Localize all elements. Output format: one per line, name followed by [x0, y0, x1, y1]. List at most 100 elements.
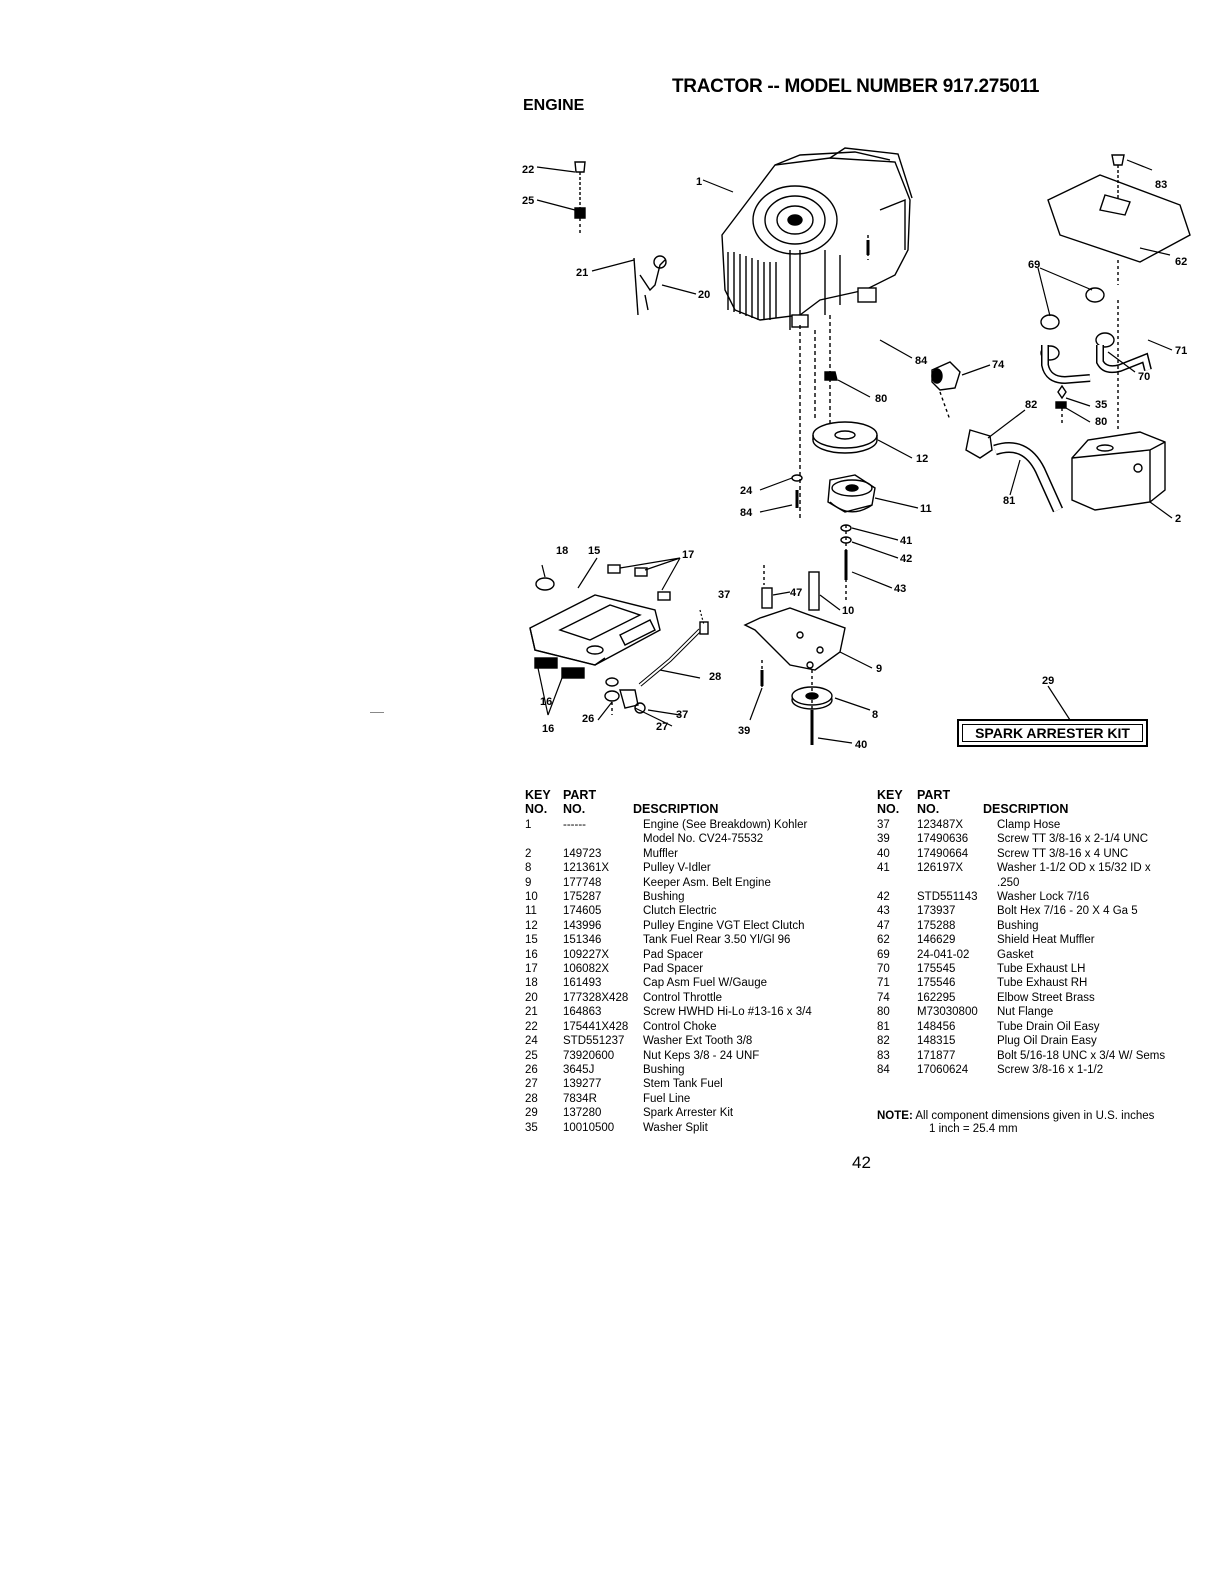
part-key-number: 25 [525, 1049, 538, 1062]
part-number: 175545 [917, 963, 956, 976]
part-description: Tube Exhaust LH [997, 963, 1086, 976]
table-header: KEY NO. PART NO. DESCRIPTION [525, 787, 812, 816]
throttle-control-drawing [633, 255, 667, 316]
part-number: 175441X428 [563, 1020, 629, 1033]
part-description: Bushing [643, 891, 685, 904]
callout-70: 70 [1138, 371, 1150, 383]
part-key-number: 41 [877, 862, 890, 875]
part-number [917, 876, 997, 890]
part-description: Bolt 5/16-18 UNC x 3/4 W/ Sems [997, 1049, 1166, 1062]
part-description: Screw HWHD Hi-Lo #13-16 x 3/4 [643, 1006, 812, 1019]
part-number: 17060624 [917, 1063, 969, 1076]
part-description: Pad Spacer [643, 948, 704, 961]
table-row: .250 [877, 876, 1165, 890]
part-key-number: 35 [525, 1121, 538, 1134]
part-number: 151346 [563, 934, 602, 947]
header-part-no: NO. [563, 802, 586, 816]
part-number: 148315 [917, 1035, 956, 1048]
part-description: Tube Drain Oil Easy [997, 1020, 1100, 1033]
part-key-number: 70 [877, 963, 890, 976]
part-number: 175287 [563, 891, 602, 904]
electric-clutch-drawing [827, 474, 876, 513]
part-description: Bushing [997, 919, 1039, 932]
part-key-number: 84 [877, 1063, 890, 1076]
header-key-no: NO. [525, 802, 548, 816]
part-key-number: 18 [525, 977, 538, 990]
part-key-number: 27 [525, 1078, 538, 1091]
part-number: 149723 [563, 847, 602, 860]
callout-47: 47 [790, 587, 802, 599]
callout-10: 10 [842, 605, 854, 617]
part-key-number: 40 [877, 847, 890, 860]
part-description: Bushing [643, 1063, 685, 1076]
part-number: 148456 [917, 1020, 956, 1033]
part-number: 123487X [917, 819, 964, 831]
part-number: 175288 [917, 919, 956, 932]
part-key-number: 8 [525, 862, 532, 875]
part-key-number: 81 [877, 1020, 890, 1033]
part-number: 121361X [563, 862, 610, 875]
part-key-number: 62 [877, 934, 890, 947]
engine-drawing [721, 147, 913, 330]
part-key-number: 20 [525, 991, 538, 1004]
part-number: 17490636 [917, 833, 969, 846]
part-key-number: 2 [525, 847, 532, 860]
callout-26: 26 [582, 713, 594, 725]
part-description: Control Choke [643, 1020, 717, 1033]
callout-15: 15 [588, 545, 600, 557]
part-number: 171877 [917, 1049, 956, 1062]
part-description: Screw TT 3/8-16 x 4 UNC [997, 847, 1129, 860]
callout-18: 18 [556, 545, 568, 557]
fuel-tank-drawing [529, 594, 661, 666]
page-number: 42 [852, 1153, 871, 1172]
part-number: 173937 [917, 905, 956, 918]
callout-80-right: 80 [1095, 416, 1107, 428]
engine-pulley-drawing [812, 421, 878, 454]
part-key-number: 69 [877, 948, 890, 961]
part-key-number: 80 [877, 1006, 890, 1019]
part-description: Cap Asm Fuel W/Gauge [643, 977, 767, 990]
callout-29: 29 [1042, 675, 1054, 687]
part-description: Clutch Electric [643, 905, 717, 918]
belt-keeper-bracket-drawing [743, 607, 846, 671]
callout-84-top: 84 [915, 355, 928, 367]
part-key-number: 39 [877, 833, 890, 846]
diagram-callouts: 22 25 1 21 20 83 62 69 71 70 84 74 80 82… [522, 164, 1187, 751]
callout-69: 69 [1028, 259, 1040, 271]
part-description: Washer Ext Tooth 3/8 [643, 1035, 753, 1048]
part-number: STD551237 [563, 1035, 625, 1048]
part-description: Muffler [643, 847, 678, 860]
part-number: 17490664 [917, 847, 969, 860]
part-description: Control Throttle [643, 991, 723, 1004]
part-key-number: 12 [525, 919, 538, 932]
part-description: Clamp Hose [997, 819, 1061, 831]
header-part: PART [563, 788, 597, 802]
margin-mark [370, 712, 384, 713]
part-key-number [877, 876, 917, 890]
part-description: Engine (See Breakdown) Kohler [643, 819, 808, 831]
part-number: 146629 [917, 934, 956, 947]
callout-37-top: 37 [718, 589, 730, 601]
table-row: 1------Engine (See Breakdown) Kohler [525, 818, 812, 832]
part-number: 109227X [563, 948, 610, 961]
part-description: Pad Spacer [643, 963, 704, 976]
callout-35: 35 [1095, 399, 1107, 411]
part-description: Shield Heat Muffler [997, 934, 1095, 947]
